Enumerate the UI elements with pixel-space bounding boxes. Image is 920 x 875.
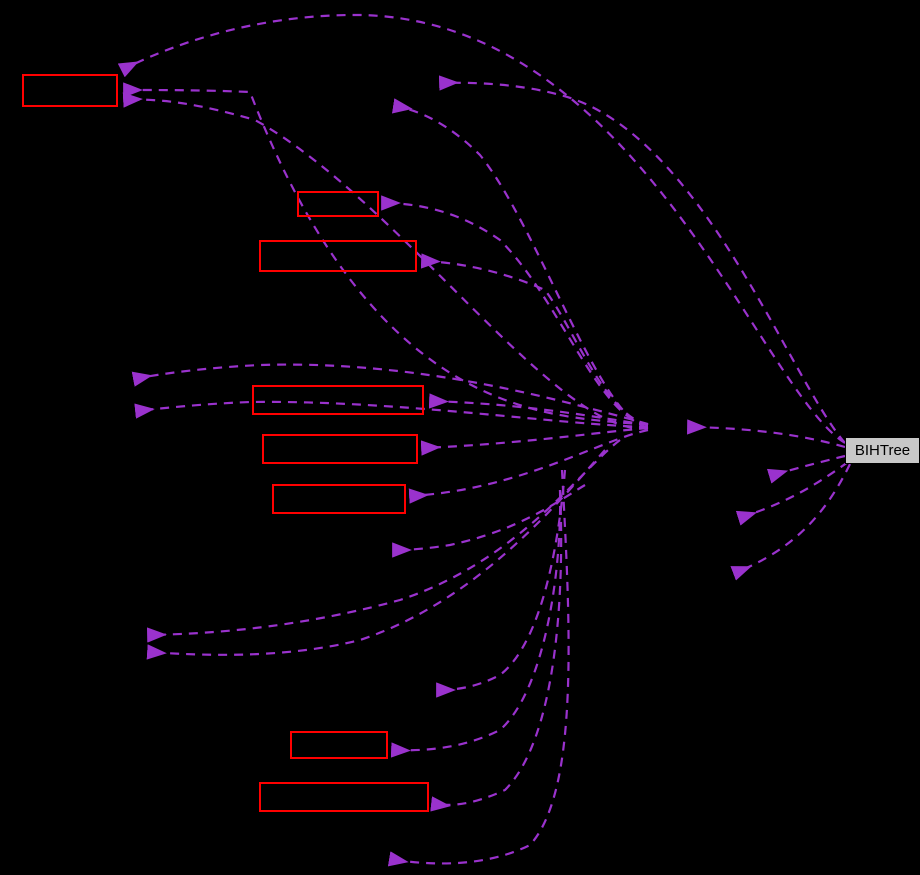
- graph-node[interactable]: [262, 434, 418, 464]
- graph-node[interactable]: [290, 731, 388, 759]
- graph-edge: [122, 92, 649, 430]
- graph-edge: [117, 13, 846, 444]
- graph-edge: [430, 489, 563, 812]
- graph-edge: [735, 461, 849, 526]
- graph-node[interactable]: [252, 385, 424, 415]
- graph-edge: [134, 400, 649, 429]
- graph-edge: [146, 439, 621, 643]
- graph-node[interactable]: [259, 240, 417, 272]
- graph-edge: [391, 98, 649, 430]
- graph-edge: [687, 419, 846, 449]
- graph-edge: [428, 393, 649, 427]
- node-bihtree[interactable]: BIHTree: [845, 437, 920, 464]
- graph-node[interactable]: [22, 74, 118, 107]
- graph-edge: [131, 363, 649, 426]
- graph-edge: [438, 75, 846, 444]
- graph-node[interactable]: [272, 484, 406, 514]
- graph-edge: [146, 449, 606, 660]
- graph-edge: [420, 426, 649, 456]
- graph-edge: [381, 195, 649, 427]
- graph-edge: [123, 82, 649, 427]
- edge-paths: [117, 13, 851, 867]
- graph-edge: [390, 489, 562, 758]
- graph-edge: [420, 253, 649, 427]
- graph-edge: [387, 469, 570, 867]
- graph-node[interactable]: [297, 191, 379, 217]
- graph-edge: [766, 454, 846, 484]
- graph-edge: [408, 428, 649, 504]
- graph-edge: [730, 463, 851, 581]
- graph-node[interactable]: [259, 782, 429, 812]
- graph-edge: [436, 469, 567, 698]
